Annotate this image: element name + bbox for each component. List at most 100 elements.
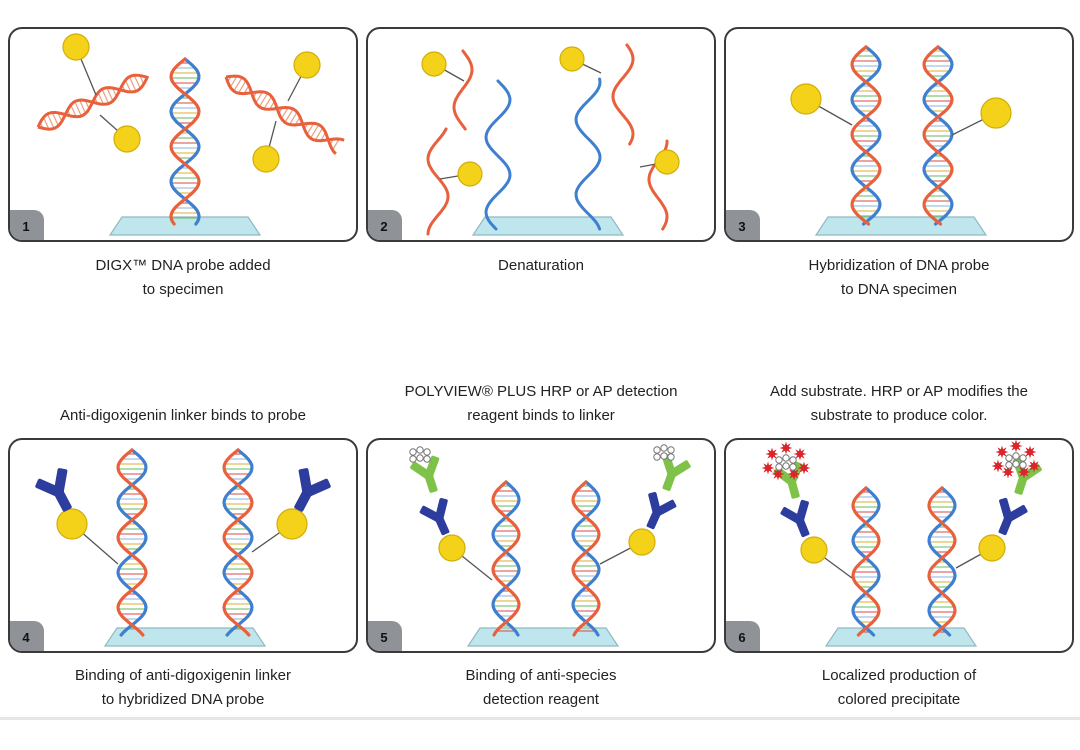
single-dna-strand <box>452 49 474 131</box>
dna-strand <box>169 57 201 226</box>
dna-helix <box>491 480 521 637</box>
base-pair-rung <box>101 88 110 104</box>
antibody-arm <box>1005 504 1028 523</box>
precipitate-star-icon <box>779 441 793 455</box>
dna-strand <box>851 486 881 637</box>
glass-slide <box>814 216 988 236</box>
step-number-badge: 1 <box>10 210 44 240</box>
precipitate-star-icon <box>995 445 1009 459</box>
base-pair-rung <box>42 117 50 130</box>
enzyme-dot <box>423 448 431 456</box>
step-3-illustration <box>790 45 1012 236</box>
dna-strand <box>116 448 148 637</box>
precipitate-star-icon <box>1017 465 1031 479</box>
base-pair-rung <box>106 87 114 102</box>
digoxigenin-label-icon <box>790 83 822 115</box>
precipitate-star-icon <box>1009 440 1023 453</box>
base-pair-rung <box>263 96 273 110</box>
dna-strand <box>224 76 337 155</box>
antibody-arm <box>304 478 331 498</box>
dna-strand <box>169 57 201 226</box>
enzyme-dot <box>667 453 675 461</box>
dna-strand <box>922 45 954 226</box>
single-dna-strand <box>426 127 450 236</box>
dna-strand <box>850 45 882 226</box>
step-1-illustration <box>36 33 345 236</box>
enzyme-dot <box>660 452 668 460</box>
digoxigenin-label-icon <box>62 33 90 61</box>
dna-helix <box>927 486 957 637</box>
enzyme-dot <box>660 444 668 452</box>
enzyme-dot <box>409 448 417 456</box>
base-pair-rung <box>133 74 141 89</box>
base-pair-rung <box>46 113 55 129</box>
antibody-arm <box>654 499 677 517</box>
precipitate-star-icon <box>793 447 807 461</box>
glass-slide <box>103 627 267 647</box>
enzyme-dot <box>653 453 661 461</box>
digoxigenin-label-icon <box>421 51 447 77</box>
base-pair-rung <box>128 76 137 92</box>
dna-strand <box>225 74 345 143</box>
step-5-illustration <box>409 444 691 647</box>
enzyme-dot <box>423 455 431 463</box>
precipitate-star-icon <box>1027 459 1041 473</box>
step-2-caption: Denaturation <box>498 257 584 274</box>
step-panel-5: 5 <box>366 438 716 653</box>
enzyme-dot <box>416 446 424 454</box>
dna-helix <box>169 57 201 226</box>
enzyme-dot <box>409 455 417 463</box>
step-panel-2: 2 <box>366 27 716 242</box>
step-4-caption: Binding of anti-digoxigenin linker to hy… <box>75 667 291 708</box>
antibody-icon <box>419 498 450 536</box>
step-5-caption: Binding of anti-species detection reagen… <box>465 667 617 708</box>
antibody-arm <box>424 455 440 479</box>
enzyme-dot <box>1005 454 1013 462</box>
step-5-caption-above: POLYVIEW® PLUS HRP or AP detection reage… <box>404 383 678 424</box>
base-pair-rung <box>124 79 132 93</box>
enzyme-dot <box>1019 454 1027 462</box>
step-6-illustration <box>761 440 1042 647</box>
antibody-arm <box>434 498 448 521</box>
precipitate-star-icon <box>787 467 801 481</box>
dna-helix <box>222 448 254 637</box>
digoxigenin-label-icon <box>293 51 321 79</box>
antibody-arm <box>795 499 809 523</box>
dna-strand <box>116 448 148 637</box>
base-pair-rung <box>284 108 294 123</box>
enzyme-dot <box>416 454 424 462</box>
digoxigenin-label-icon <box>457 161 483 187</box>
dna-probe-helix <box>224 74 345 155</box>
digoxigenin-label-icon <box>56 508 88 540</box>
dna-strand <box>927 486 957 637</box>
step-panel-4: 4 <box>8 438 358 653</box>
dna-strand <box>222 448 254 637</box>
digoxigenin-label-icon <box>980 97 1012 129</box>
dna-helix <box>922 45 954 226</box>
glass-slide <box>471 216 625 236</box>
antibody-icon <box>661 453 691 491</box>
step-number-badge: 4 <box>10 621 44 651</box>
single-dna-strand <box>484 79 512 231</box>
enzyme-dot <box>1019 461 1027 469</box>
dna-strand <box>491 480 521 637</box>
step-number-badge: 5 <box>368 621 402 651</box>
digoxigenin-label-icon <box>628 528 656 556</box>
antibody-arm <box>53 468 68 495</box>
antibody-icon <box>410 455 440 493</box>
enzyme-dot <box>789 463 797 471</box>
digoxigenin-label-icon <box>978 534 1006 562</box>
enzyme-cluster-icon <box>775 454 797 471</box>
enzyme-dot <box>667 446 675 454</box>
step-2-illustration <box>421 43 680 236</box>
digoxigenin-label-icon <box>113 125 141 153</box>
base-pair-rung <box>79 99 87 114</box>
digoxigenin-label-icon <box>438 534 466 562</box>
glass-slide <box>824 627 978 647</box>
antibody-icon <box>780 499 810 538</box>
enzyme-cluster-icon <box>1005 452 1027 469</box>
step-panel-1: 1 <box>8 27 358 242</box>
enzyme-dot <box>1012 460 1020 468</box>
step-1-caption: DIGX™ DNA probe added to specimen <box>95 257 271 298</box>
dna-helix <box>571 480 601 637</box>
